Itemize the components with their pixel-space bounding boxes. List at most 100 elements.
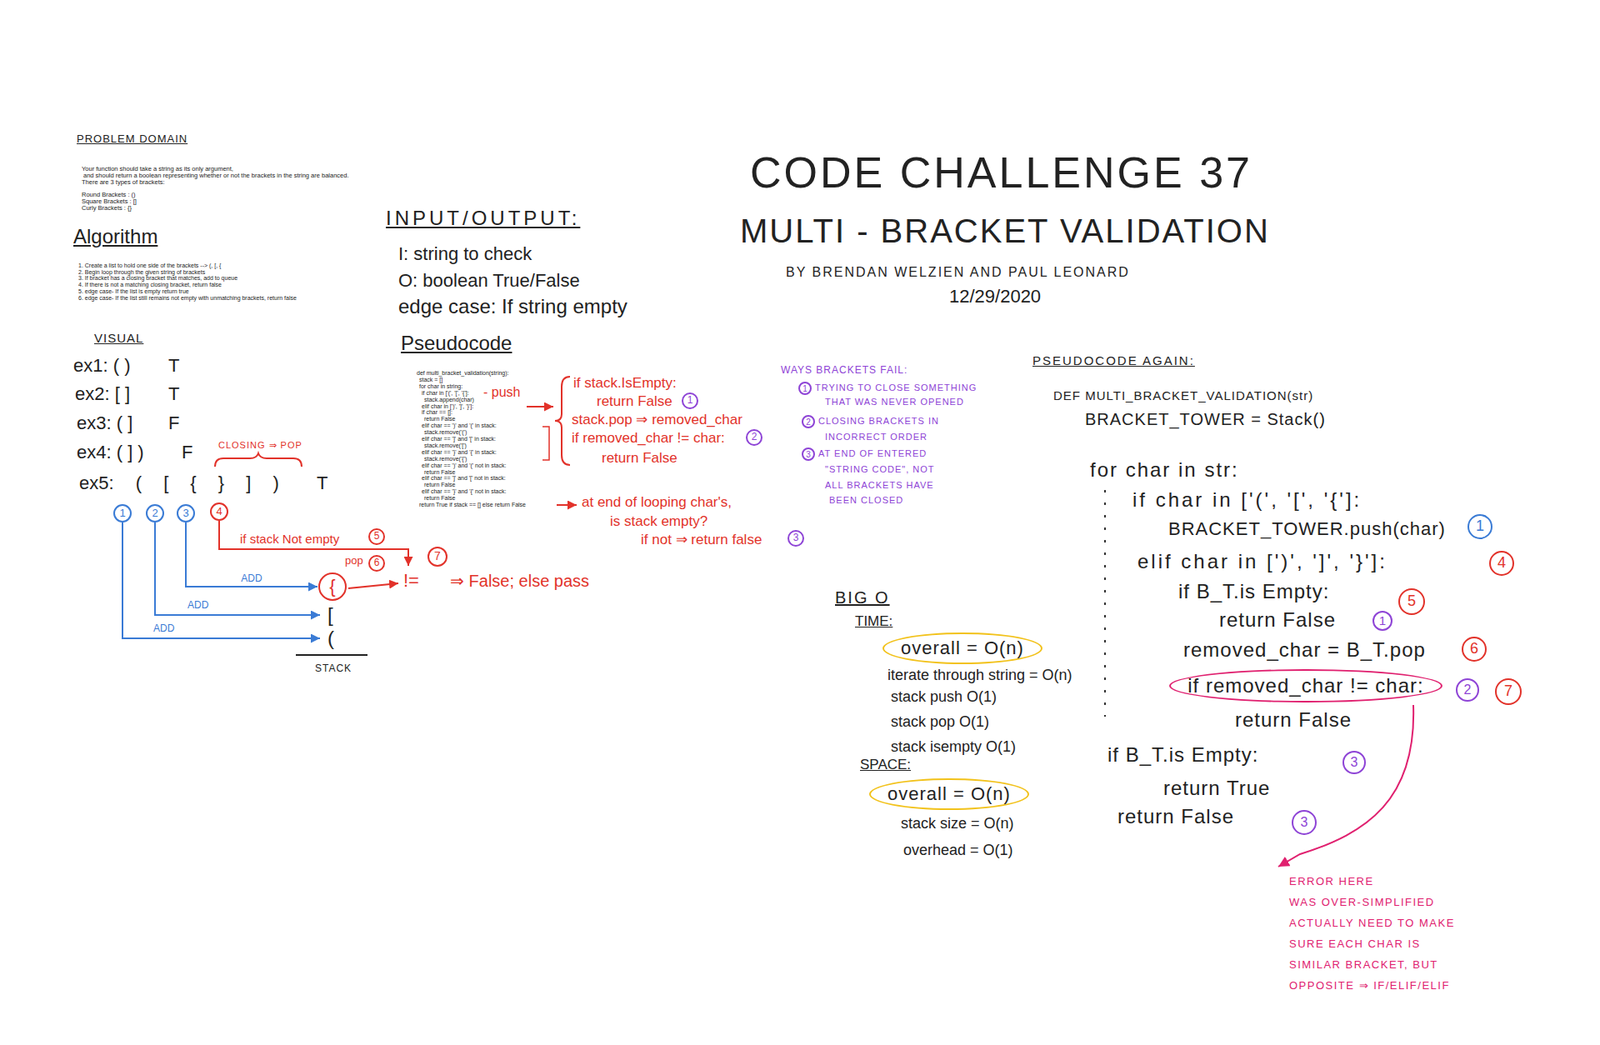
code-line: return False xyxy=(424,481,455,488)
section-heading: WAYS BRACKETS FAIL: xyxy=(780,365,908,377)
callout-number: 3 xyxy=(1350,755,1359,770)
handwritten-text: elif char in [')', ']', '}']: xyxy=(1137,550,1388,574)
callout-number: 3 xyxy=(182,507,189,520)
handwritten-text: if stack.IsEmpty: xyxy=(573,375,677,392)
handwritten-text: I: string to check xyxy=(398,243,532,265)
handwritten-text: DEF MULTI_BRACKET_VALIDATION(str) xyxy=(1053,388,1314,403)
code-line: stack.remove('(') xyxy=(424,429,467,435)
typed-text: Square Brackets : [] xyxy=(81,198,137,205)
callout-circle: 4 xyxy=(210,502,229,521)
handwritten-text: for char in str: xyxy=(1090,458,1240,482)
code-line: if char == []: xyxy=(421,409,453,415)
code-line: return False xyxy=(424,415,455,422)
handwritten-text: ex5: ( [ { } ] ) xyxy=(79,472,280,494)
handwritten-text: THAT WAS NEVER OPENED xyxy=(825,396,965,408)
callout-number: 5 xyxy=(374,530,380,542)
code-line: return True if stack == [] else return F… xyxy=(419,501,526,508)
pop-arrow xyxy=(219,520,409,566)
code-line: stack = [] xyxy=(419,376,443,383)
handwritten-text: stack.pop ⇒ removed_char xyxy=(571,411,743,429)
callout-circle: { xyxy=(318,572,347,601)
callout-circle: 5 xyxy=(368,528,385,545)
callout-number: 2 xyxy=(805,417,811,427)
handwritten-text: if not ⇒ return false xyxy=(640,531,762,549)
handwritten-text: INCORRECT ORDER xyxy=(825,431,928,443)
arrow-label: ADD xyxy=(239,573,264,585)
callout-circle: 2 xyxy=(145,504,165,523)
callout-circle: 3 xyxy=(801,447,815,461)
handwritten-text: ex1: ( ) xyxy=(73,355,130,376)
callout-circle: 3 xyxy=(787,530,805,547)
typed-text: Curly Brackets : {} xyxy=(81,205,132,212)
code-line: elif char == '}' and '{' not in stack: xyxy=(421,488,506,495)
typed-text: Your function should take a string as it… xyxy=(81,165,234,173)
handwritten-text: T xyxy=(168,355,180,376)
error-note: ACTUALLY NEED TO MAKE xyxy=(1289,917,1455,930)
handwritten-text: overhead = O(1) xyxy=(903,841,1014,860)
subtitle: MULTI - BRACKET VALIDATION xyxy=(740,211,1270,250)
handwritten-text: iterate through string = O(n) xyxy=(887,666,1073,685)
callout-circle: 3 xyxy=(1342,750,1366,775)
handwritten-text: stack size = O(n) xyxy=(900,815,1015,833)
handwritten-text: stack pop O(1) xyxy=(890,713,990,731)
typed-text: 3. If bracket has a closing bracket that… xyxy=(78,275,238,281)
code-line: elif char in [')', ']', '}']: xyxy=(421,403,474,410)
handwritten-text: if char in ['(', '[', '{']: xyxy=(1132,488,1362,512)
handwritten-text: pop xyxy=(345,555,364,568)
handwritten-text: ex2: [ ] xyxy=(75,383,130,405)
section-heading: PROBLEM DOMAIN xyxy=(76,133,188,146)
handwritten-text: return True xyxy=(1163,776,1270,800)
typed-text: and should return a boolean representing… xyxy=(83,172,350,180)
code-line: elif char == '}' and '{' in stack: xyxy=(421,449,497,455)
handwritten-text: ⇒ False; else pass xyxy=(450,571,590,591)
closing-brace xyxy=(215,453,302,467)
typed-text: 5. edge case- If the list is empty retur… xyxy=(78,288,190,295)
error-note: OPPOSITE ⇒ IF/ELIF/ELIF xyxy=(1289,980,1450,993)
author-line: BY BRENDAN WELZIEN AND PAUL LEONARD xyxy=(785,265,1130,280)
annotation-brace xyxy=(555,376,570,465)
section-heading: Algorithm xyxy=(73,225,158,249)
callout-circle: 1 xyxy=(681,392,699,410)
handwritten-text: BEEN CLOSED xyxy=(829,495,904,506)
diagram-title: CODE CHALLENGE 37 xyxy=(750,148,1253,199)
section-heading: SPACE: xyxy=(860,756,911,774)
section-heading: Pseudocode xyxy=(400,331,512,355)
callout-circle: 1 xyxy=(1372,610,1393,631)
annotation-bracket xyxy=(542,426,550,460)
handwritten-text: return False xyxy=(596,393,673,410)
handwritten-text: stack push O(1) xyxy=(890,688,997,706)
typed-text: 4. If there is not a matching closing br… xyxy=(78,281,222,288)
highlight-oval: if removed_char != char: xyxy=(1169,669,1442,703)
handwritten-text: if B_T.is Empty: xyxy=(1178,580,1330,604)
annotation-arrow xyxy=(526,405,554,408)
callout-number: 3 xyxy=(793,532,800,544)
typed-text: Round Brackets : () xyxy=(81,191,136,199)
handwritten-text: AT END OF ENTERED xyxy=(818,448,927,460)
typed-text: There are 3 types of brackets: xyxy=(81,179,165,186)
callout-number: 7 xyxy=(434,550,441,563)
code-line: for char in string: xyxy=(419,383,463,390)
handwritten-text: if removed_char != char: xyxy=(571,430,725,447)
callout-circle: 1 xyxy=(113,504,132,523)
callout-circle: 6 xyxy=(368,555,385,572)
callout-circle: 2 xyxy=(745,429,763,446)
error-note: WAS OVER-SIMPLIFIED xyxy=(1289,896,1435,910)
code-line: stack.remove('[') xyxy=(424,442,467,449)
callout-number: 2 xyxy=(751,431,758,443)
section-heading: BIG O xyxy=(835,588,890,608)
section-heading: PSEUDOCODE AGAIN: xyxy=(1032,353,1195,368)
handwritten-text: "STRING CODE", NOT xyxy=(825,464,935,475)
callout-number: 1 xyxy=(1475,518,1485,535)
stack-label: STACK xyxy=(315,663,352,675)
callout-number: 2 xyxy=(151,507,158,520)
code-line: return False xyxy=(424,495,455,501)
handwritten-text: T xyxy=(168,383,180,405)
callout-number: 6 xyxy=(1470,640,1479,658)
callout-number: 1 xyxy=(687,395,694,406)
date: 12/29/2020 xyxy=(949,285,1041,307)
code-line: elif char == ')' and '(' in stack: xyxy=(421,422,497,429)
handwritten-text: != xyxy=(403,570,420,591)
code-line: return False xyxy=(424,469,455,475)
handwritten-text: BRACKET_TOWER = Stack() xyxy=(1085,410,1326,430)
